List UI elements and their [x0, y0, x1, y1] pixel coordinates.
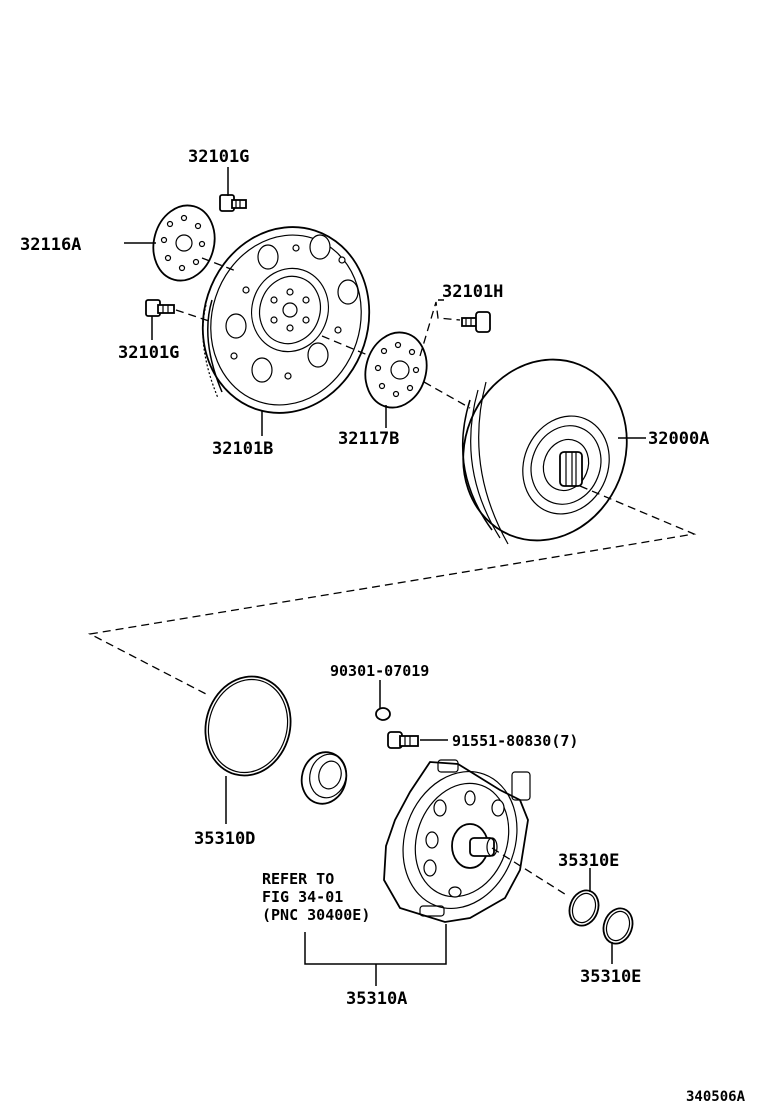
reference-note-line1: REFER TO	[262, 870, 334, 888]
label-32117B: 32117B	[338, 429, 399, 449]
bolt-32101G-left-part[interactable]	[145, 299, 175, 317]
label-91551-80830: 91551-80830(7)	[452, 732, 578, 750]
seal-ring-35310E-lower-part[interactable]	[599, 904, 638, 947]
label-32101B: 32101B	[212, 439, 273, 459]
alignment-guide-lines	[87, 257, 697, 897]
oil-pump-body-part[interactable]	[383, 755, 536, 924]
label-35310E-bottom: 35310E	[580, 967, 641, 987]
bolt-32101G-top-part[interactable]	[219, 194, 247, 212]
torque-converter-part[interactable]	[436, 335, 653, 566]
o-ring-35310D-part[interactable]	[194, 667, 301, 785]
leader-lines	[124, 167, 646, 986]
label-35310A: 35310A	[346, 989, 407, 1009]
bolt-32101H-part[interactable]	[461, 311, 491, 333]
seal-ring-35310E-upper-part[interactable]	[565, 886, 604, 929]
figure-code: 340506A	[686, 1089, 746, 1105]
reference-note-line2: FIG 34-01	[262, 888, 343, 906]
label-35310D: 35310D	[194, 829, 255, 849]
drive-plate-part[interactable]	[179, 205, 393, 434]
label-32000A: 32000A	[648, 429, 709, 449]
label-32101H: 32101H	[442, 282, 503, 302]
oil-seal-part[interactable]	[296, 747, 352, 809]
label-32116A: 32116A	[20, 235, 81, 255]
bolt-91551-part[interactable]	[387, 731, 419, 749]
label-32101G-left: 32101G	[118, 343, 179, 363]
reference-note-line3: (PNC 30400E)	[262, 906, 370, 924]
spacer-plate-rear-part[interactable]	[357, 326, 435, 415]
label-35310E-top: 35310E	[558, 851, 619, 871]
small-o-ring-part[interactable]	[375, 707, 391, 721]
label-90301-07019: 90301-07019	[330, 662, 429, 680]
spacer-plate-front-part[interactable]	[145, 199, 223, 288]
label-32101G-top: 32101G	[188, 147, 249, 167]
